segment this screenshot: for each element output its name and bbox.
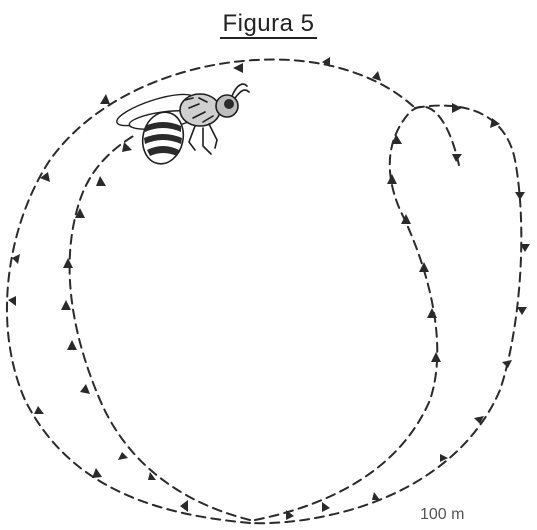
arrow-marker [180, 500, 188, 512]
arrow-marker [92, 468, 102, 478]
arrow-marker [372, 492, 380, 500]
arrow-marker [61, 300, 71, 310]
arrow-marker [431, 352, 441, 362]
honeybee-icon [114, 84, 249, 167]
arrow-marker [322, 502, 330, 512]
arrow-marker [12, 254, 20, 264]
arrow-marker [100, 94, 110, 104]
arrow-marker [387, 174, 397, 184]
arrow-marker [440, 454, 448, 462]
arrow-marker [392, 134, 402, 144]
arrow-marker [118, 452, 128, 460]
arrow-marker [502, 360, 512, 368]
arrow-marker [63, 258, 73, 268]
arrow-marker [80, 384, 90, 394]
arrow-marker [515, 192, 525, 200]
inner-approach-path [70, 135, 250, 520]
arrow-marker [122, 142, 132, 152]
arrow-marker [96, 176, 106, 186]
inner-right-path [255, 107, 460, 520]
direction-arrows [8, 57, 530, 520]
arrow-marker [419, 262, 429, 272]
arrow-marker [8, 296, 16, 306]
partial-scale-caption: 100 m [420, 506, 464, 524]
arrow-marker [452, 103, 462, 113]
arrow-marker [233, 63, 243, 73]
arrow-marker [427, 308, 437, 318]
arrow-marker [67, 340, 77, 350]
arrow-marker [517, 307, 527, 315]
right-flight-path [250, 106, 521, 524]
arrow-marker [34, 406, 44, 414]
